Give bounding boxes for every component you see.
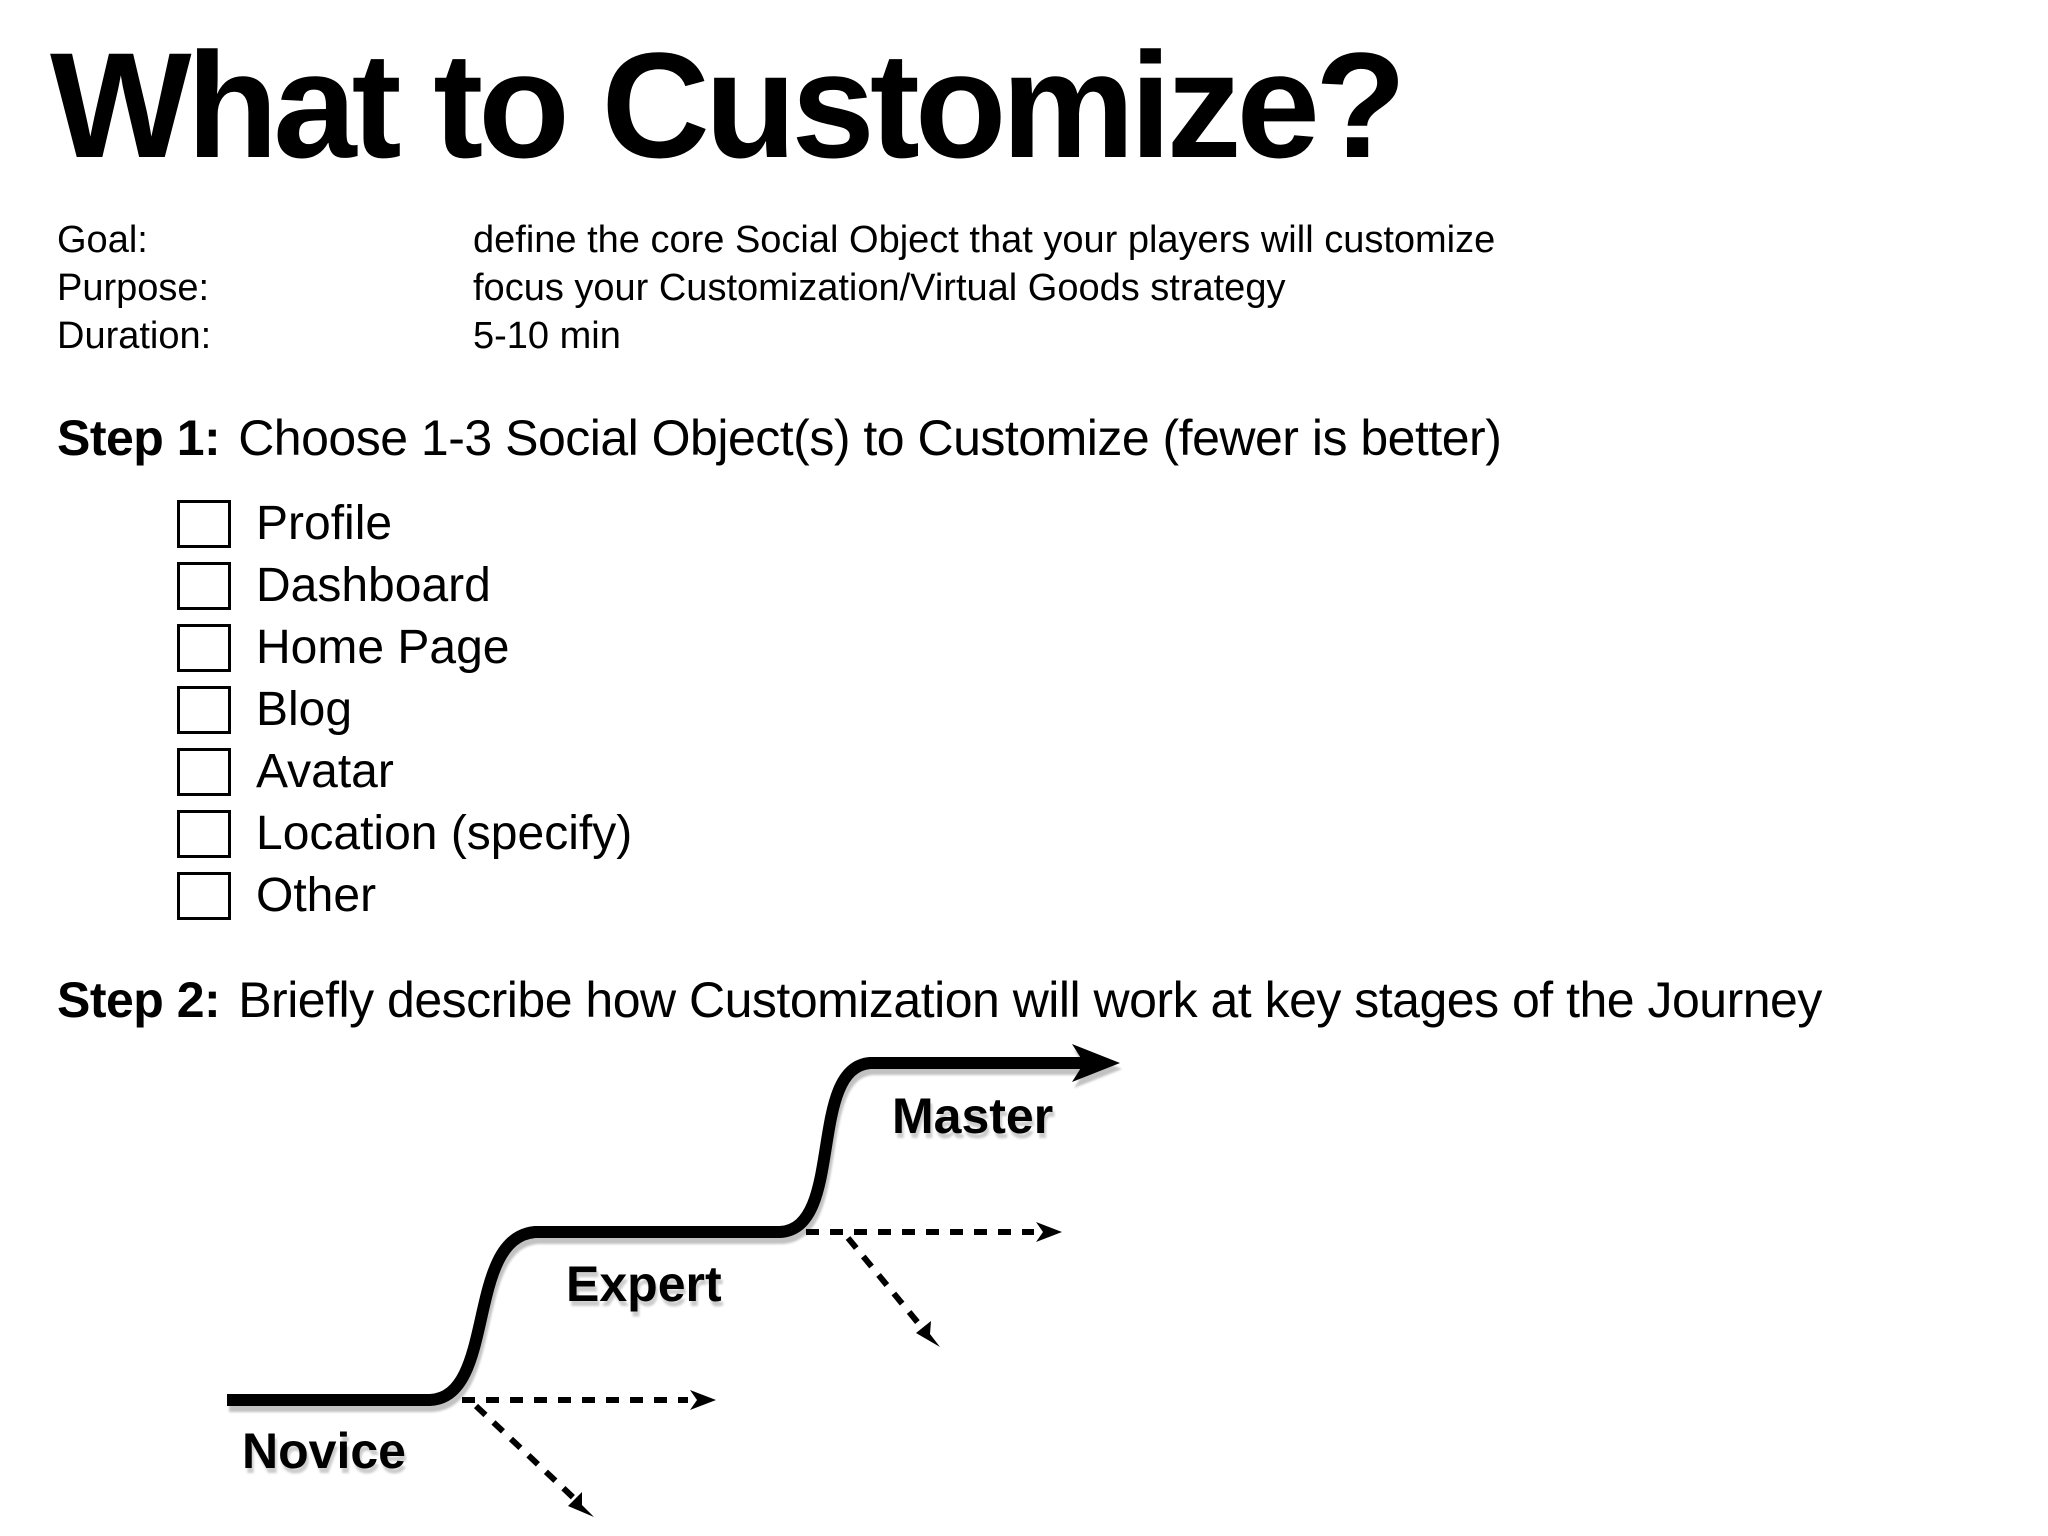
checkbox-blog[interactable]	[177, 686, 231, 734]
meta-label-goal: Goal:	[57, 219, 148, 261]
option-label-profile: Profile	[256, 497, 393, 550]
novice-branch-arrowhead	[690, 1390, 716, 1410]
page-title: What to Customize?	[50, 21, 1407, 189]
options-list: Profile Dashboard Home Page Blog Avatar …	[177, 500, 632, 934]
expert-branch-arrowhead	[1036, 1222, 1062, 1242]
option-row-location: Location (specify)	[177, 810, 632, 858]
meta-block: Goal: define the core Social Object that…	[57, 216, 1495, 360]
option-row-other: Other	[177, 872, 632, 920]
stage-label-novice: Novice	[242, 1423, 406, 1479]
stage-label-expert: Expert	[566, 1256, 722, 1312]
meta-label-duration: Duration:	[57, 315, 212, 357]
step2-heading: Step 2: Briefly describe how Customizatio…	[57, 972, 1822, 1028]
option-label-home-page: Home Page	[256, 621, 510, 674]
step2-label: Step 2:	[57, 972, 221, 1028]
option-label-other: Other	[256, 869, 377, 922]
branch-arrows	[462, 1222, 1062, 1517]
stage-labels: Novice Expert Master	[242, 1088, 1053, 1479]
journey-curve-path	[227, 1057, 1085, 1406]
stage-label-master: Master	[892, 1088, 1053, 1144]
meta-value-goal: define the core Social Object that your …	[473, 219, 1496, 261]
journey-curve	[227, 1044, 1120, 1406]
checkbox-home-page[interactable]	[177, 624, 231, 672]
option-row-profile: Profile	[177, 500, 632, 548]
meta-value-purpose: focus your Customization/Virtual Goods s…	[473, 267, 1286, 309]
step1-text: Choose 1-3 Social Object(s) to Customize…	[238, 410, 1502, 466]
expert-dropout-arrow	[845, 1236, 927, 1332]
checkbox-other[interactable]	[177, 872, 231, 920]
option-row-avatar: Avatar	[177, 748, 632, 796]
step1-heading: Step 1: Choose 1-3 Social Object(s) to Cu…	[57, 410, 1502, 466]
novice-dropout-arrowhead	[568, 1492, 594, 1517]
option-row-home-page: Home Page	[177, 624, 632, 672]
journey-curve-arrowhead	[1072, 1044, 1120, 1082]
meta-row-goal: Goal: define the core Social Object that…	[57, 216, 1495, 264]
option-row-blog: Blog	[177, 686, 632, 734]
option-label-dashboard: Dashboard	[256, 559, 491, 612]
meta-row-purpose: Purpose: focus your Customization/Virtua…	[57, 264, 1495, 312]
meta-row-duration: Duration: 5-10 min	[57, 312, 1495, 360]
checkbox-profile[interactable]	[177, 500, 231, 548]
option-label-avatar: Avatar	[256, 745, 394, 798]
option-label-location: Location (specify)	[256, 807, 633, 860]
option-row-dashboard: Dashboard	[177, 562, 632, 610]
step2-text: Briefly describe how Customization will …	[238, 972, 1822, 1028]
step1-label: Step 1:	[57, 410, 221, 466]
checkbox-dashboard[interactable]	[177, 562, 231, 610]
expert-dropout-arrowhead	[916, 1321, 940, 1347]
checkbox-location[interactable]	[177, 810, 231, 858]
option-label-blog: Blog	[256, 683, 353, 736]
novice-dropout-arrow	[473, 1403, 581, 1505]
checkbox-avatar[interactable]	[177, 748, 231, 796]
meta-value-duration: 5-10 min	[473, 315, 621, 357]
meta-label-purpose: Purpose:	[57, 267, 210, 309]
